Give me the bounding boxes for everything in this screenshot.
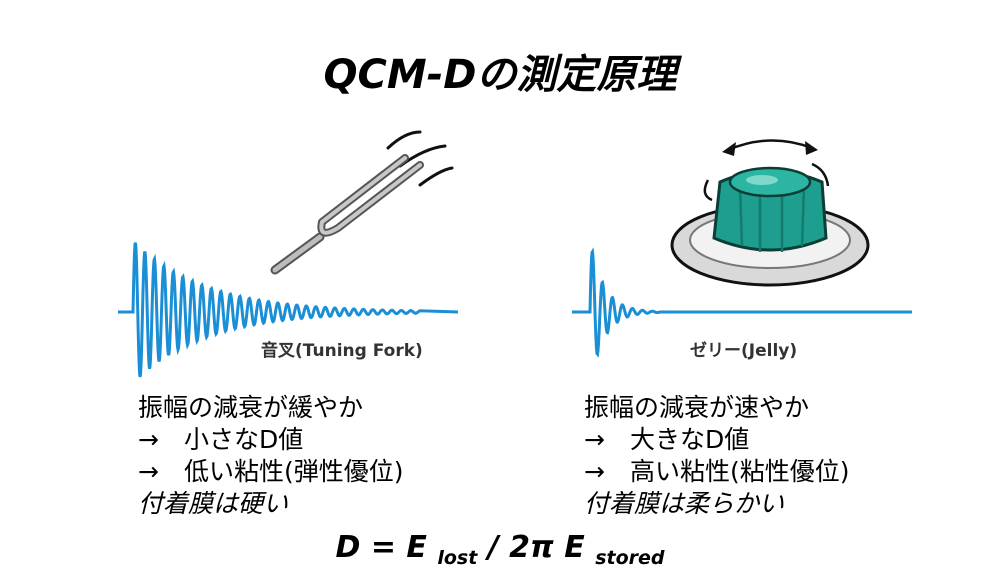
formula-mid: / 2π E bbox=[487, 530, 585, 565]
jelly-line-4: 付着膜は柔らかい bbox=[584, 489, 785, 518]
page-title: QCM-Dの測定原理 bbox=[323, 52, 677, 98]
formula-sub-stored: stored bbox=[595, 547, 665, 569]
jelly-line-1: 振幅の減衰が速やか bbox=[584, 393, 810, 422]
tuning-fork-line-3: → 低い粘性(弾性優位) bbox=[138, 457, 404, 486]
tuning-fork-icon bbox=[270, 130, 454, 275]
jelly-waveform bbox=[572, 247, 912, 358]
tuning-fork-description: 振幅の減衰が緩やか → 小さなD値 → 低い粘性(弾性優位) 付着膜は硬い bbox=[138, 392, 403, 520]
tuning-fork-waveform bbox=[118, 242, 459, 378]
jelly-on-plate-icon bbox=[670, 139, 870, 287]
formula-sub-lost: lost bbox=[437, 547, 478, 569]
tuning-fork-line-1: 振幅の減衰が緩やか bbox=[138, 393, 364, 422]
tuning-fork-line-2: → 小さなD値 bbox=[138, 425, 304, 454]
jelly-line-2: → 大きなD値 bbox=[584, 425, 750, 454]
jelly-line-3: → 高い粘性(粘性優位) bbox=[584, 457, 850, 486]
dissipation-formula: D = E lost / 2π E stored bbox=[0, 530, 1000, 569]
formula-lhs: D = E bbox=[335, 530, 427, 565]
tuning-fork-caption: 音叉(Tuning Fork) bbox=[261, 341, 423, 361]
tuning-fork-line-4: 付着膜は硬い bbox=[138, 489, 289, 518]
jelly-description: 振幅の減衰が速やか → 大きなD値 → 高い粘性(粘性優位) 付着膜は柔らかい bbox=[584, 392, 849, 520]
jelly-caption: ゼリー(Jelly) bbox=[690, 341, 798, 361]
